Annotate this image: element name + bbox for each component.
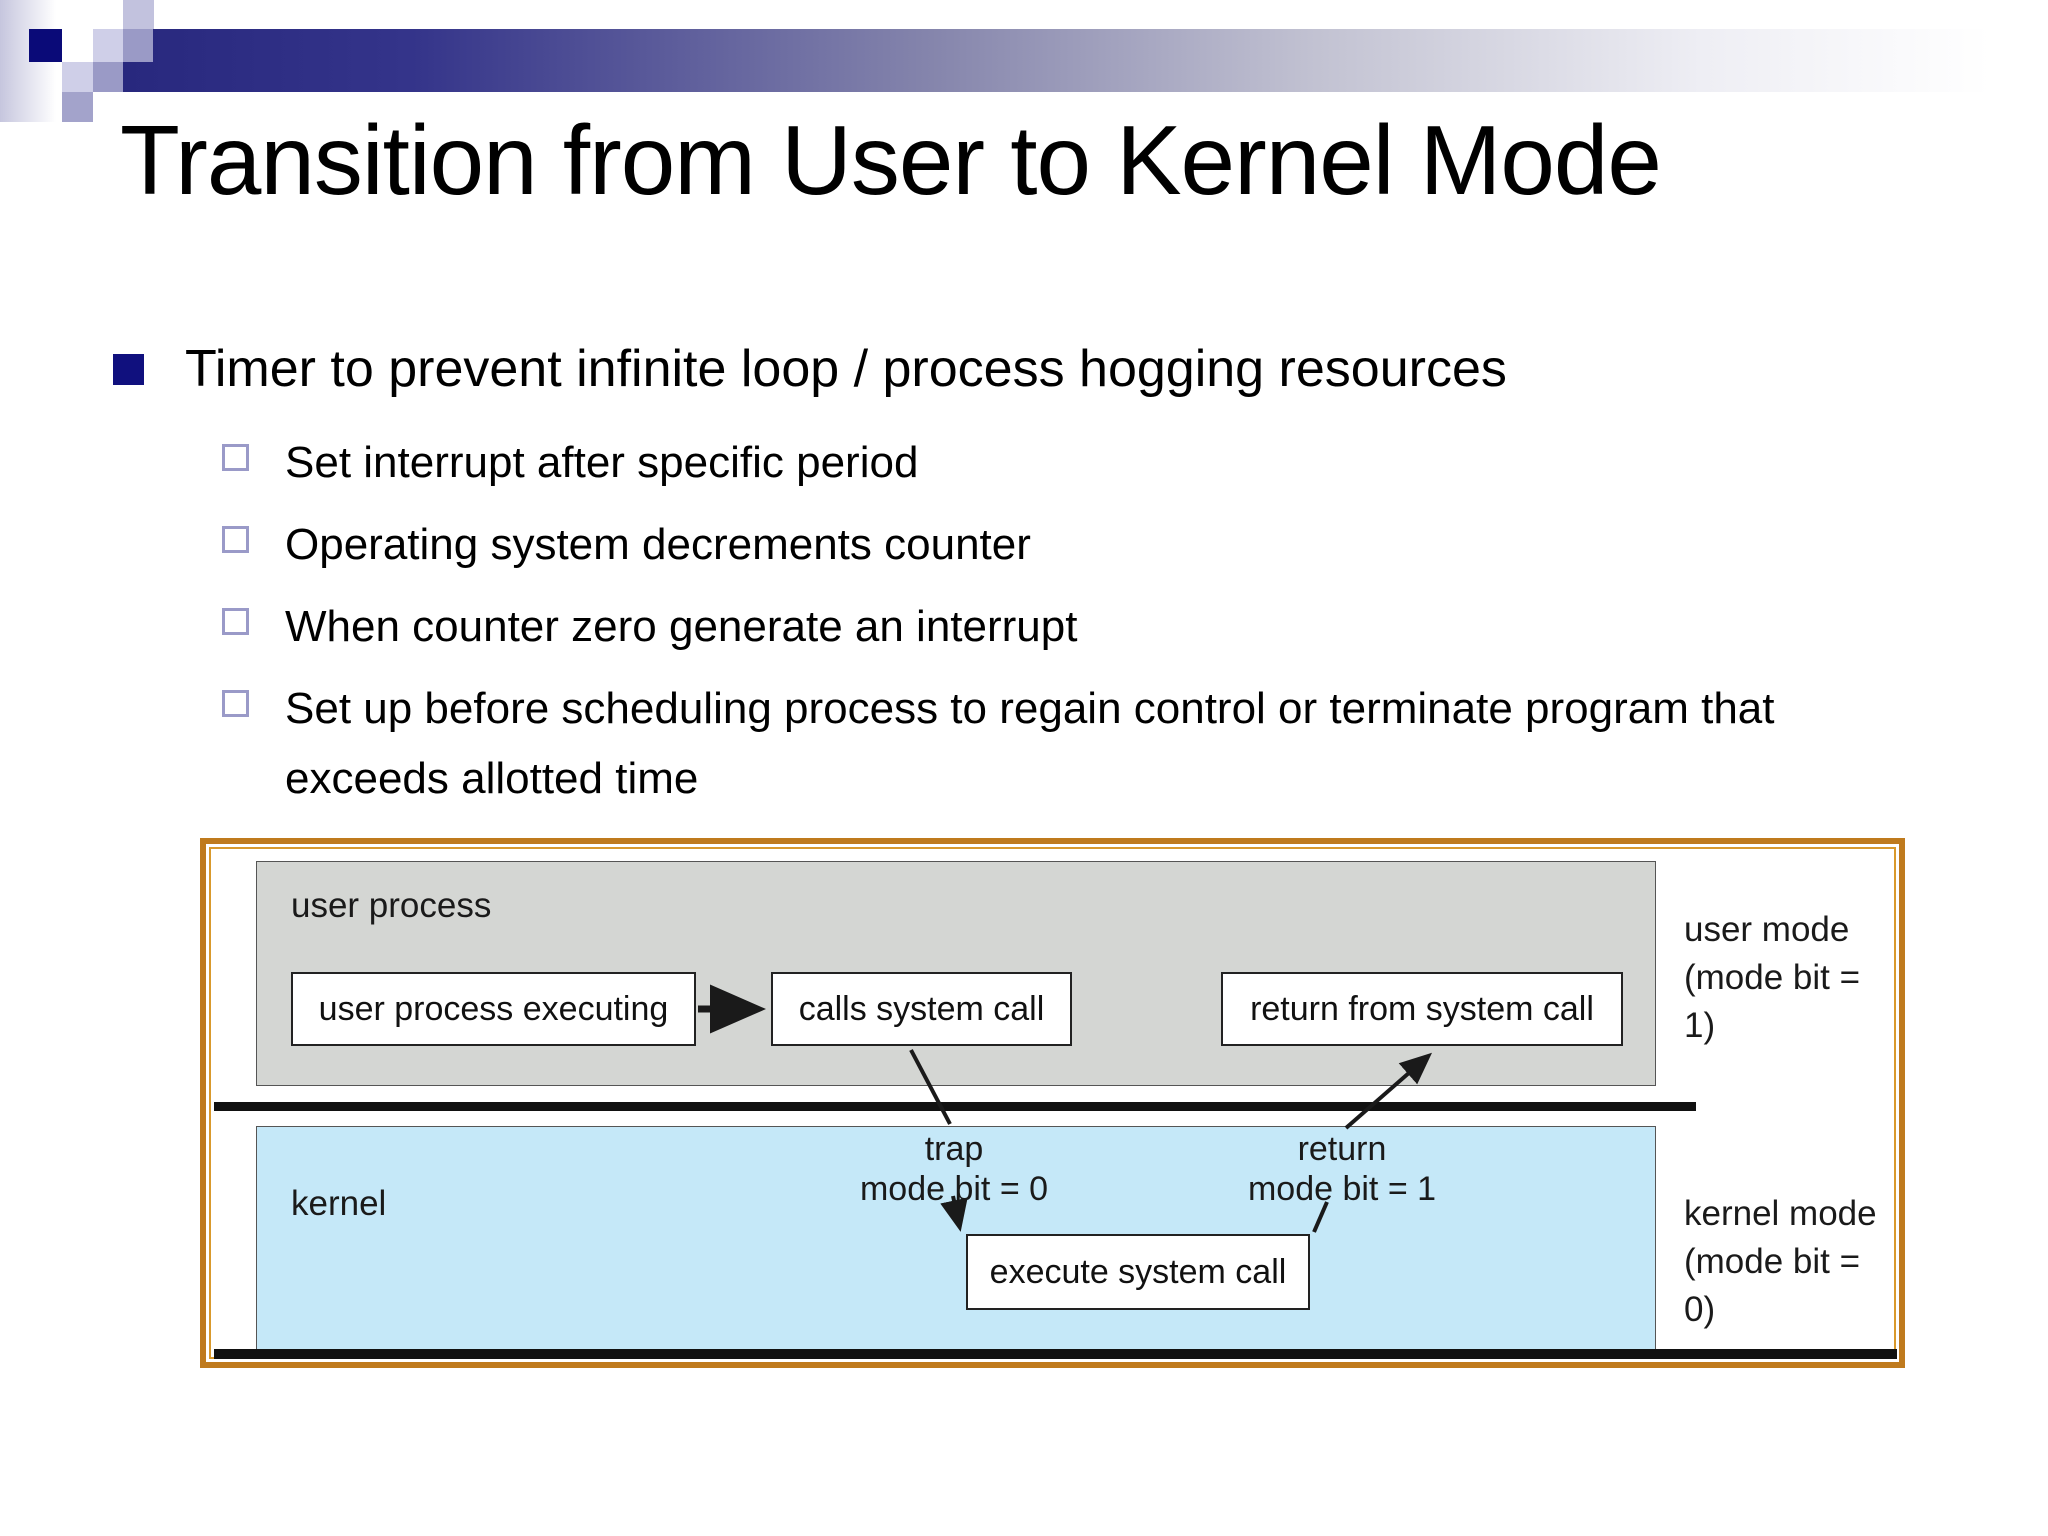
bullet-main: Timer to prevent infinite loop / process…: [113, 336, 1993, 403]
kernel-mode-line1: kernel mode: [1684, 1194, 1877, 1233]
deco-square: [123, 0, 154, 29]
bullet-sub-2: Operating system decrements counter: [222, 510, 1882, 580]
return-label-line2: mode bit = 1: [1247, 1170, 1437, 1208]
header-gradient-bar: [123, 29, 2048, 92]
bullet-sub-text: Operating system decrements counter: [285, 520, 1031, 569]
node-user-process-executing: user process executing: [291, 972, 696, 1046]
bullet-sub-text: Set interrupt after specific period: [285, 438, 919, 487]
deco-square: [62, 92, 93, 122]
bullet-sub-3: When counter zero generate an interrupt: [222, 592, 1882, 662]
hollow-square-icon: [222, 608, 249, 635]
mode-divider-line: [214, 1102, 1696, 1111]
kernel-mode-line2: (mode bit = 0): [1684, 1242, 1861, 1329]
mode-transition-diagram: user process kernel user process executi…: [200, 838, 1905, 1368]
diagram-bottom-line: [214, 1349, 1897, 1359]
user-mode-line1: user mode: [1684, 910, 1850, 949]
bullet-sub-text: When counter zero generate an interrupt: [285, 602, 1078, 651]
hollow-square-icon: [222, 444, 249, 471]
deco-square: [62, 62, 93, 92]
deco-square: [123, 29, 153, 62]
return-label-line1: return: [1297, 1130, 1387, 1168]
return-label: return mode bit = 1: [1192, 1129, 1492, 1209]
deco-square-navy: [29, 29, 62, 62]
hollow-square-icon: [222, 690, 249, 717]
trap-label-line2: mode bit = 0: [859, 1170, 1049, 1208]
kernel-label: kernel: [291, 1184, 387, 1223]
trap-label-line1: trap: [924, 1130, 984, 1168]
bullet-square-icon: [113, 354, 144, 385]
user-mode-line2: (mode bit = 1): [1684, 958, 1861, 1045]
page-title: Transition from User to Kernel Mode: [120, 105, 1662, 215]
kernel-mode-side-label: kernel mode (mode bit = 0): [1684, 1190, 1899, 1334]
user-mode-side-label: user mode (mode bit = 1): [1684, 906, 1899, 1050]
node-calls-system-call: calls system call: [771, 972, 1072, 1046]
deco-square: [93, 62, 123, 92]
user-process-label: user process: [291, 886, 492, 925]
bullet-sub-4: Set up before scheduling process to rega…: [222, 674, 1882, 814]
bullet-sub-text: Set up before scheduling process to rega…: [285, 684, 1775, 803]
trap-label: trap mode bit = 0: [804, 1129, 1104, 1209]
hollow-square-icon: [222, 526, 249, 553]
node-execute-system-call: execute system call: [966, 1234, 1310, 1310]
deco-square: [93, 29, 123, 62]
node-return-from-system-call: return from system call: [1221, 972, 1623, 1046]
bullet-main-text: Timer to prevent infinite loop / process…: [185, 340, 1507, 398]
bullet-sub-1: Set interrupt after specific period: [222, 428, 1882, 498]
